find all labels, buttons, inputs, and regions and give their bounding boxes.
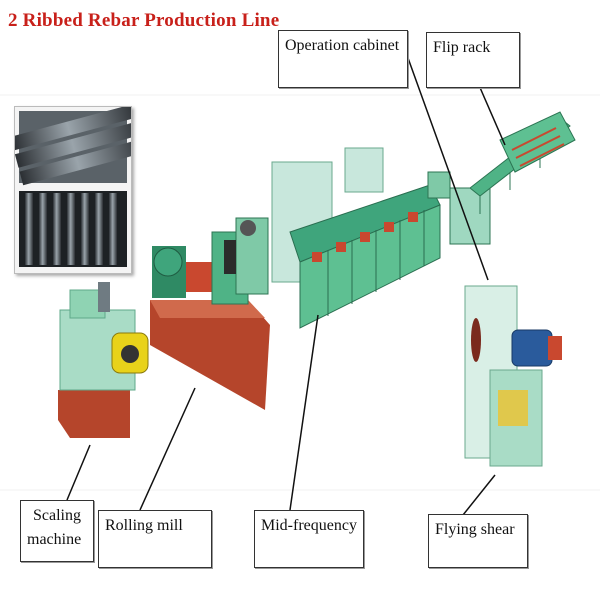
rolling-mill-label: Rolling mill — [98, 510, 212, 568]
flying-shear-drawing — [464, 285, 562, 467]
rebar-photo-image — [10, 103, 149, 267]
rolling-mill-drawing — [150, 217, 270, 410]
flip-rack-label: Flip rack — [426, 32, 520, 88]
scaling-machine-drawing — [58, 282, 149, 438]
leader-lines — [66, 57, 506, 516]
mid-frequency-drawing — [289, 184, 441, 329]
operation-cabinet-label: Operation cabinet — [278, 30, 408, 88]
flying-shear-label: Flying shear — [428, 514, 528, 568]
scaling-machine-label: Scaling machine — [20, 500, 94, 562]
diagram-title: 2 Ribbed Rebar Production Line — [8, 10, 280, 31]
flip-rack-drawing — [499, 111, 576, 173]
rebar-photo-inset — [10, 103, 149, 274]
mid-frequency-label: Mid-frequency — [254, 510, 364, 568]
control-console-drawing — [427, 171, 491, 245]
